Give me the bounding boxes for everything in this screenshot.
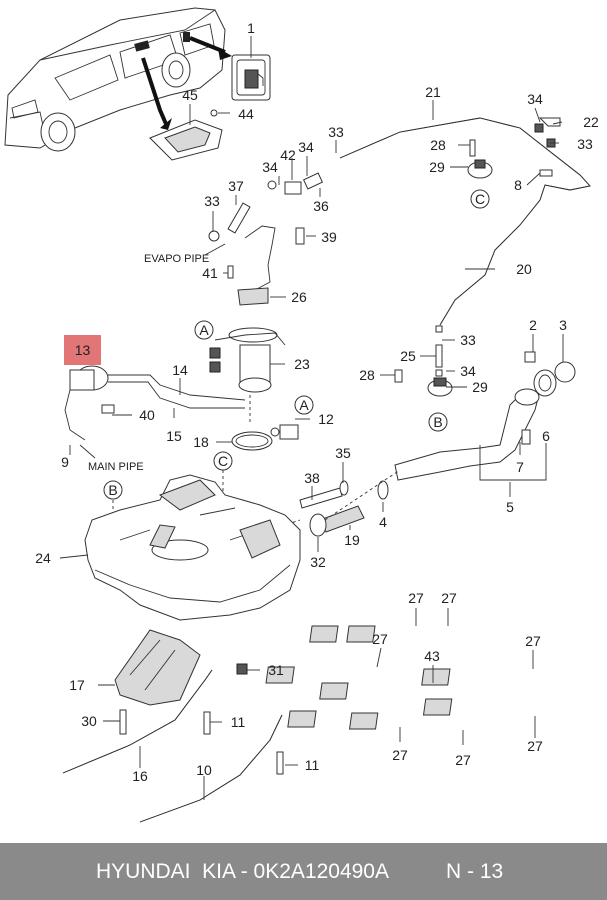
vent-tube-21 <box>339 117 591 326</box>
callout-3: 3 <box>559 317 567 333</box>
highlighted-part-marker <box>64 335 101 365</box>
fuel-door-part-1 <box>231 54 271 101</box>
callout-33: 33 <box>328 124 344 140</box>
callout-34: 34 <box>298 139 314 155</box>
ref-marker-b: B <box>433 414 442 430</box>
callout-28: 28 <box>430 137 446 153</box>
callout-43: 43 <box>424 648 440 664</box>
callout-34: 34 <box>460 363 476 379</box>
callout-11: 11 <box>305 757 320 773</box>
callout-13: 13 <box>74 342 91 358</box>
ref-marker-a: A <box>299 397 309 413</box>
callout-34: 34 <box>527 91 543 107</box>
callout-10: 10 <box>196 762 212 778</box>
callout-31: 31 <box>268 662 284 678</box>
callout-37: 37 <box>228 178 244 194</box>
ref-marker-b: B <box>108 482 117 498</box>
callout-27: 27 <box>372 631 388 647</box>
callout-8: 8 <box>514 177 522 193</box>
callout-27: 27 <box>525 633 541 649</box>
footer-bar: HYUNDAI KIA - 0K2A120490A N - 13 <box>0 843 607 900</box>
fuel-pump-module-part-23 <box>209 327 286 393</box>
fuel-cap-part-3 <box>554 361 576 383</box>
callout-34: 34 <box>262 159 278 175</box>
diagram-reference: N - 13 <box>446 860 504 883</box>
callout-20: 20 <box>516 261 532 277</box>
ref-marker-c: C <box>218 453 228 469</box>
callout-4: 4 <box>379 514 387 530</box>
part-number-text: HYUNDAI KIA - 0K2A120490A <box>96 860 389 883</box>
callout-38: 38 <box>304 470 320 486</box>
callout-21: 21 <box>425 84 441 100</box>
callout-24: 24 <box>35 550 51 566</box>
callout-36: 36 <box>313 198 329 214</box>
callout-1: 1 <box>247 20 255 36</box>
callout-27: 27 <box>527 738 543 754</box>
callout-33: 33 <box>577 136 593 152</box>
callout-17: 17 <box>69 677 85 693</box>
callout-35: 35 <box>335 445 351 461</box>
callout-15: 15 <box>166 428 182 444</box>
callout-42: 42 <box>280 147 296 163</box>
callout-5: 5 <box>506 499 514 515</box>
callout-33: 33 <box>460 332 476 348</box>
callout-7: 7 <box>516 459 524 475</box>
callout-39: 39 <box>321 229 337 245</box>
callout-6: 6 <box>542 428 550 444</box>
callout-29: 29 <box>429 159 445 175</box>
fuel-door-panel-part-45 <box>149 119 223 161</box>
callout-45: 45 <box>182 87 198 103</box>
callout-28: 28 <box>359 367 375 383</box>
callout-19: 19 <box>344 532 360 548</box>
callout-27: 27 <box>408 590 424 606</box>
callout-14: 14 <box>172 362 188 378</box>
gasket-part-6 <box>533 369 557 397</box>
callout-29: 29 <box>472 379 488 395</box>
callout-27: 27 <box>392 747 408 763</box>
callout-26: 26 <box>291 289 307 305</box>
callout-40: 40 <box>139 407 155 423</box>
callout-9: 9 <box>61 454 69 470</box>
ref-marker-c: C <box>475 191 485 207</box>
callout-27: 27 <box>441 590 457 606</box>
heat-shield-part-17 <box>114 629 201 706</box>
ref-marker-a: A <box>199 322 209 338</box>
insulator-pads-part-27 <box>265 625 453 730</box>
evapo-pipe-label: EVAPO PIPE <box>144 253 209 265</box>
callout-11: 11 <box>231 714 246 730</box>
callout-16: 16 <box>132 768 148 784</box>
callout-25: 25 <box>400 348 416 364</box>
callout-12: 12 <box>318 411 334 427</box>
callout-22: 22 <box>583 114 599 130</box>
callout-23: 23 <box>294 356 310 372</box>
fuel-system-exploded-diagram: A A B B C C EVAPO PIPE MAIN PIPE 1 45 44… <box>4 7 599 823</box>
callout-30: 30 <box>81 713 97 729</box>
vehicle-illustration <box>4 7 226 152</box>
main-pipe-label: MAIN PIPE <box>88 461 144 473</box>
clip-part-29a <box>467 139 493 179</box>
fuel-tank-part-24 <box>84 474 301 621</box>
pointer-arrow <box>141 57 168 125</box>
fuel-filter-part-13 <box>64 365 246 441</box>
callout-44: 44 <box>238 106 254 122</box>
callout-32: 32 <box>310 554 326 570</box>
callout-27: 27 <box>455 752 471 768</box>
callout-18: 18 <box>193 434 209 450</box>
leader-lines <box>59 36 564 800</box>
callout-41: 41 <box>202 265 218 281</box>
callout-2: 2 <box>529 317 537 333</box>
callout-33: 33 <box>204 193 220 209</box>
reference-markers <box>103 189 490 500</box>
